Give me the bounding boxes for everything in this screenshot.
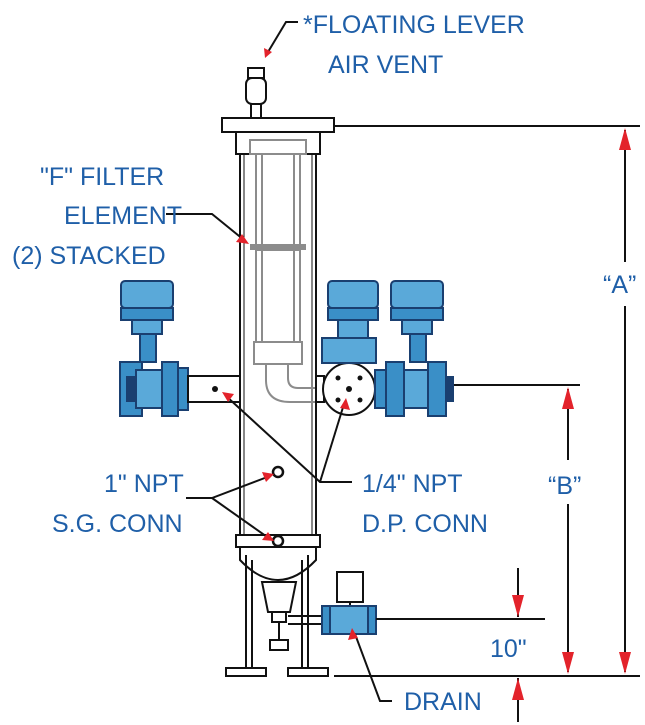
- label-drain: DRAIN: [404, 688, 482, 716]
- dim-a-arrow-bottom: [619, 652, 631, 674]
- label-dp-line1: 1/4" NPT: [362, 470, 463, 498]
- outlet-valve-actuator: [390, 280, 444, 309]
- label-dim-10: 10": [490, 635, 527, 663]
- sg-connection-upper: [271, 465, 285, 479]
- drain-valve-actuator: [336, 571, 364, 603]
- inlet-valve: [119, 280, 179, 417]
- leader-lines: [166, 21, 392, 702]
- dim-b-arrow-bottom: [562, 652, 574, 674]
- label-dp-line2: D.P. CONN: [362, 510, 488, 538]
- drain-valve: [288, 571, 377, 635]
- outlet-cross: [315, 337, 388, 416]
- top-cover-plate: [221, 117, 335, 133]
- labels: *FLOATING LEVER AIR VENT "F" FILTER ELEM…: [12, 11, 636, 716]
- foot-left: [225, 667, 267, 677]
- label-sg-line2: S.G. CONN: [52, 510, 183, 538]
- label-filter-line2: ELEMENT: [64, 202, 182, 230]
- label-filter-line1: "F" FILTER: [40, 163, 164, 191]
- sump-cone: [260, 581, 298, 613]
- bypass-valve-actuator: [327, 280, 379, 309]
- foot-right: [287, 667, 329, 677]
- inlet-valve-actuator: [120, 280, 174, 309]
- filter-elements: [249, 139, 326, 403]
- dimension-lines: [334, 125, 640, 722]
- air-vent: [245, 67, 267, 119]
- dim-a-arrow-top: [619, 128, 631, 150]
- sg-connection-lower: [271, 534, 285, 548]
- label-vent-line2: AIR VENT: [328, 51, 443, 79]
- label-dim-a: “A”: [603, 271, 636, 299]
- label-vent-line1: *FLOATING LEVER: [303, 11, 525, 39]
- label-dim-b: “B”: [548, 472, 581, 500]
- bottom-head: [239, 547, 317, 581]
- label-sg-line1: 1" NPT: [104, 470, 184, 498]
- dim-b-arrow-top: [562, 387, 574, 409]
- air-vent-body: [245, 77, 267, 105]
- bypass-valve: [327, 280, 379, 339]
- label-filter-line3: (2) STACKED: [12, 242, 166, 270]
- outlet-valve: [385, 280, 454, 417]
- inlet-nozzle: [175, 367, 241, 411]
